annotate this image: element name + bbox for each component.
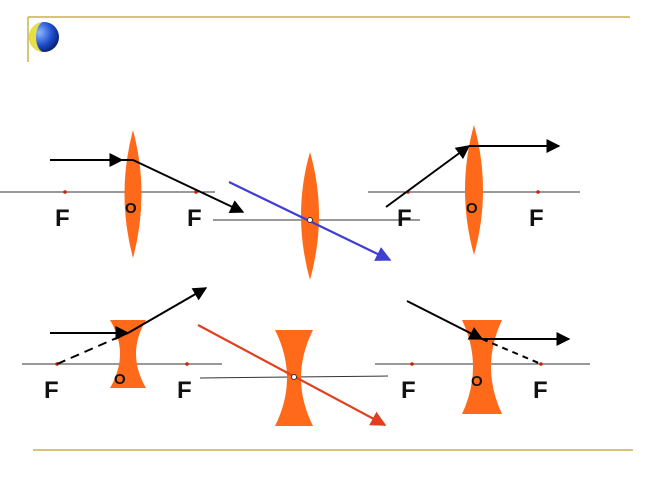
focus-dot: [539, 362, 543, 366]
incident-ray: [385, 145, 471, 208]
focus-dot: [185, 362, 189, 366]
concave-diagram-1: F O F: [22, 287, 222, 404]
focus-dot: [63, 190, 67, 194]
focus-label: F: [44, 377, 59, 404]
incident-ray: [406, 300, 484, 340]
convex-lens: [301, 152, 319, 280]
center-label: O: [114, 371, 126, 388]
convex-diagram-2: [213, 152, 420, 280]
concave-diagram-3: F O F: [375, 300, 590, 414]
convex-diagram-1: F O F: [0, 130, 245, 258]
convex-lens: [124, 130, 142, 258]
concave-diagram-2: [197, 324, 389, 426]
concave-lens: [462, 320, 502, 414]
globe-icon: [29, 22, 59, 52]
refracted-ray: [132, 159, 245, 213]
convex-lens: [465, 125, 483, 255]
focus-label: F: [401, 377, 416, 404]
convex-diagram-3: F O F: [368, 125, 580, 255]
virtual-extension: [56, 332, 129, 365]
focus-label: F: [529, 205, 544, 232]
focus-dot: [536, 190, 540, 194]
focus-label: F: [187, 205, 202, 232]
focus-label: F: [533, 377, 548, 404]
focus-label: F: [55, 205, 70, 232]
center-label: O: [471, 373, 483, 390]
focus-label: F: [177, 377, 192, 404]
center-label: O: [125, 200, 137, 217]
refracted-ray: [127, 287, 208, 334]
center-label: O: [466, 200, 478, 217]
optical-center: [291, 374, 297, 380]
center-ray: [197, 324, 387, 426]
focus-dot: [410, 362, 414, 366]
focus-label: F: [397, 205, 412, 232]
optical-center: [307, 217, 313, 223]
